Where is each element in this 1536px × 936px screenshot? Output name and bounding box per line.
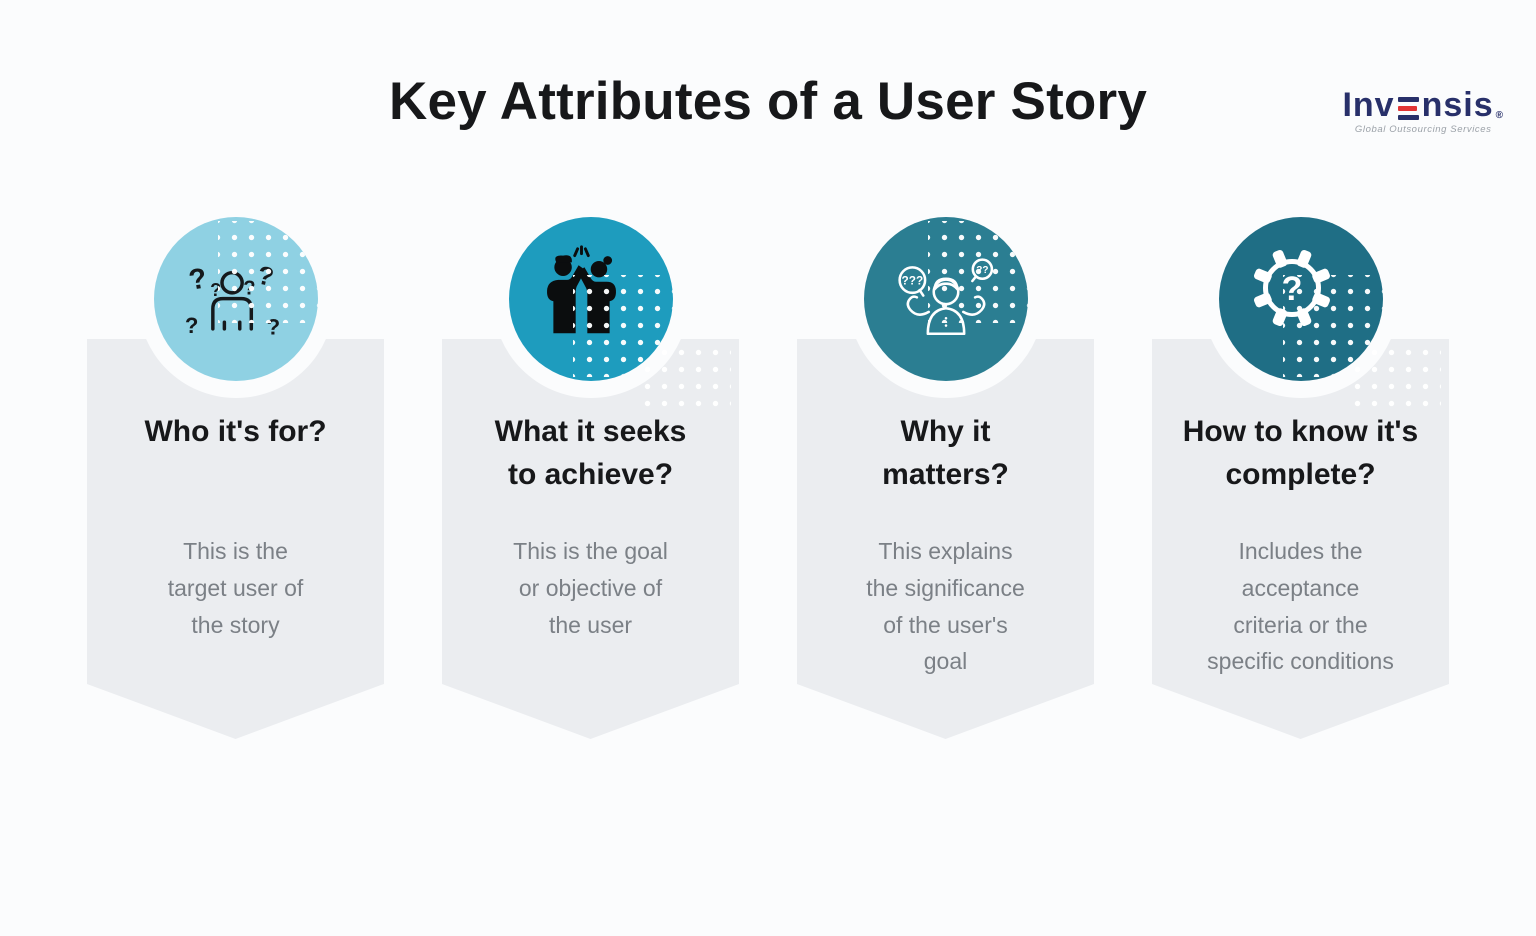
logo-tagline: Global Outsourcing Services bbox=[1354, 124, 1492, 135]
attribute-column: ? ? ? ? ? ? Who it's for? This is thetar… bbox=[87, 216, 384, 745]
dots-pattern bbox=[217, 220, 318, 323]
logo-text-prefix: Inv bbox=[1342, 86, 1395, 124]
page-title: Key Attributes of a User Story bbox=[389, 72, 1147, 131]
logo-wordmark: Inv nsis ® bbox=[1342, 88, 1504, 122]
attribute-icon-circle: ? ? ? ? ? ? bbox=[153, 216, 318, 381]
svg-text:???: ??? bbox=[901, 274, 923, 288]
attributes-row: ? ? ? ? ? ? Who it's for? This is thetar… bbox=[0, 216, 1536, 745]
dots-pattern bbox=[927, 220, 1028, 323]
svg-text:?: ? bbox=[210, 280, 221, 301]
logo-e-bars-icon bbox=[1397, 96, 1419, 120]
invensis-logo: Inv nsis ® Global Outsourcing Services bbox=[1342, 88, 1504, 135]
svg-text:?: ? bbox=[186, 263, 209, 298]
attribute-icon-circle: ? bbox=[1218, 216, 1383, 381]
dots-pattern bbox=[1282, 274, 1383, 377]
registered-mark: ® bbox=[1495, 110, 1504, 121]
svg-text:?: ? bbox=[184, 313, 198, 338]
logo-text-suffix: nsis bbox=[1421, 86, 1494, 124]
dots-pattern bbox=[572, 274, 673, 377]
attribute-icon-circle bbox=[508, 216, 673, 381]
attribute-icon-circle: ??? ?? bbox=[863, 216, 1028, 381]
attribute-heading: Who it's for? bbox=[144, 414, 327, 448]
